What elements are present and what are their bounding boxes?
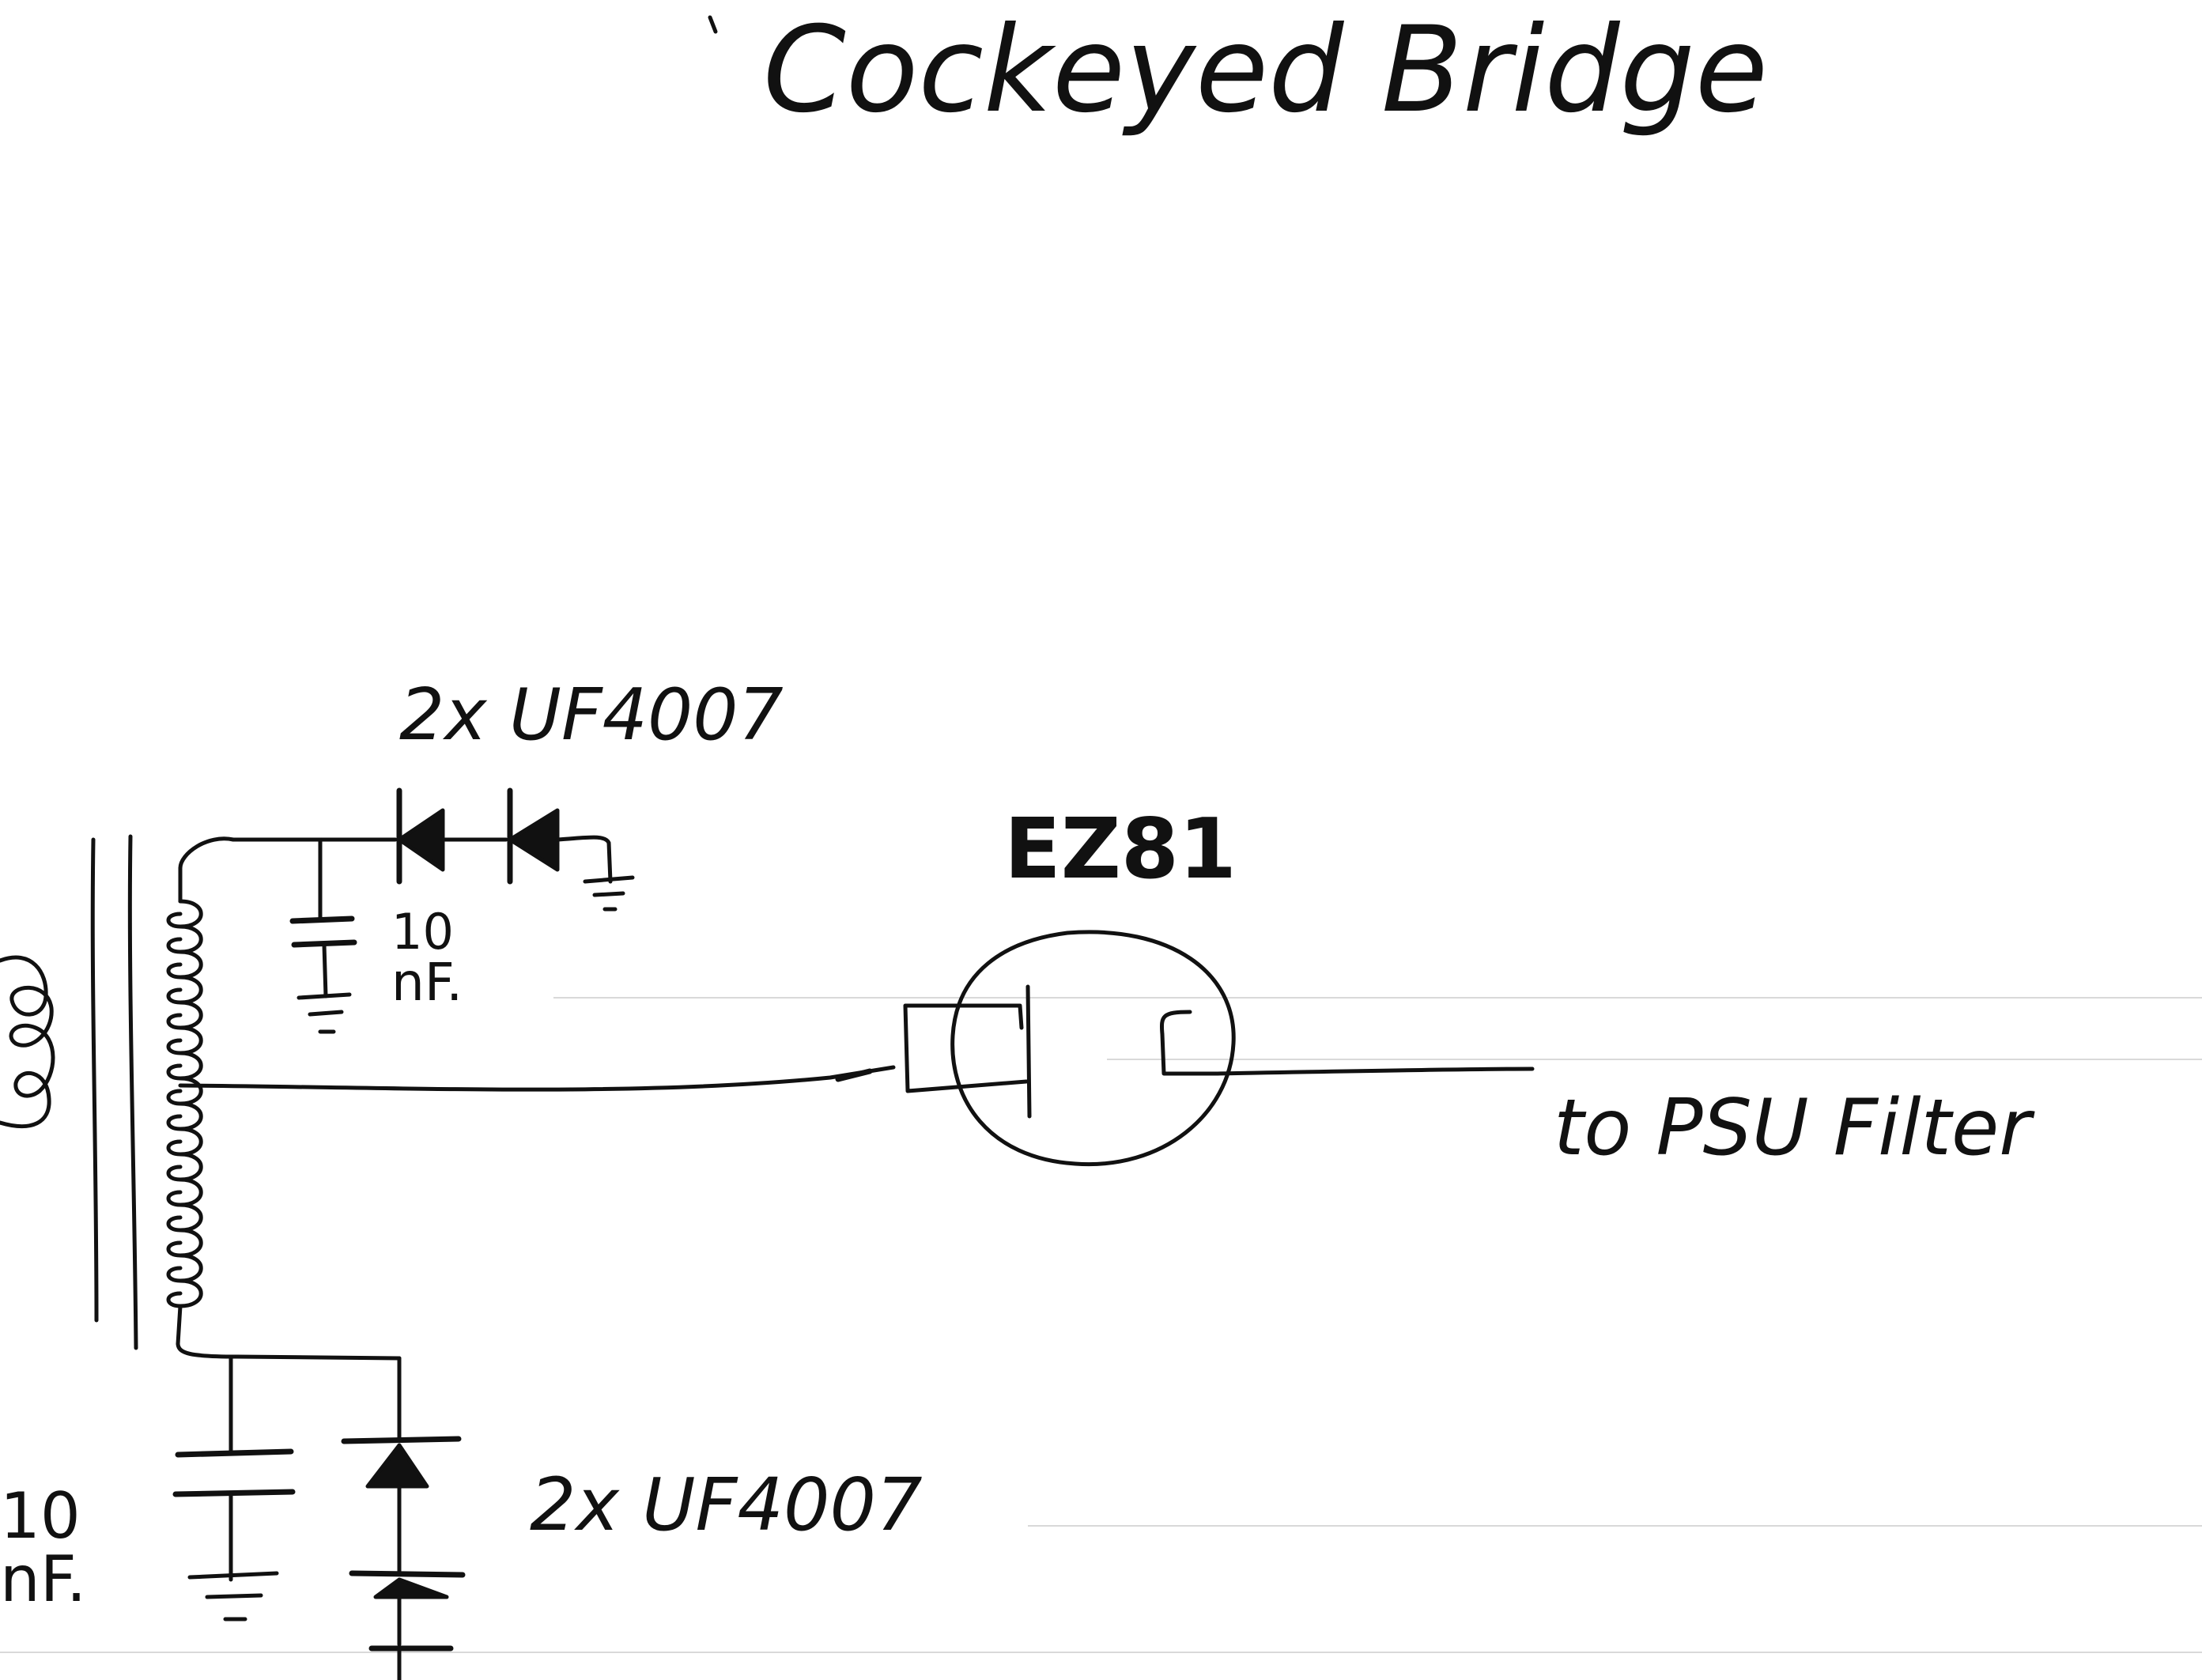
tube-label: EZ81	[1004, 801, 1237, 897]
ez81-tube	[903, 930, 1535, 1167]
tube-envelope	[950, 930, 1236, 1167]
bottom-cap-value: 10	[0, 1479, 81, 1553]
top-diode-string	[231, 787, 635, 912]
top-diode-ground-icon	[583, 875, 635, 912]
bottom-diode-2-symbol	[373, 1577, 449, 1599]
bottom-diode-1-symbol	[365, 1443, 429, 1489]
primary-winding	[0, 955, 55, 1128]
top-diodes-label: 2x UF4007	[399, 674, 784, 757]
bottom-cap-unit: nF.	[0, 1542, 86, 1616]
top-cap-value: 10	[391, 903, 454, 961]
bottom-diodes-label: 2x UF4007	[530, 1463, 923, 1547]
diagram-title: Cockeyed Bridge	[763, 2, 1768, 139]
title-quote-mark	[708, 15, 718, 34]
paper-rules	[0, 997, 2202, 1653]
center-tap-wire	[178, 1065, 896, 1092]
transformer-core	[90, 834, 138, 1350]
top-capacitor	[289, 837, 357, 1034]
top-diode-2-symbol	[508, 808, 560, 872]
tube-anode	[1159, 1010, 1220, 1076]
secondary-winding	[166, 836, 240, 1359]
bottom-cap-ground-icon	[187, 1571, 279, 1621]
tube-cathode	[903, 1003, 1029, 1093]
top-cap-unit: nF.	[391, 952, 463, 1013]
output-label: to PSU Filter	[1554, 1083, 2035, 1173]
top-cap-ground-icon	[296, 992, 352, 1034]
top-diode-1-symbol	[397, 808, 445, 872]
bottom-section	[172, 1354, 466, 1680]
